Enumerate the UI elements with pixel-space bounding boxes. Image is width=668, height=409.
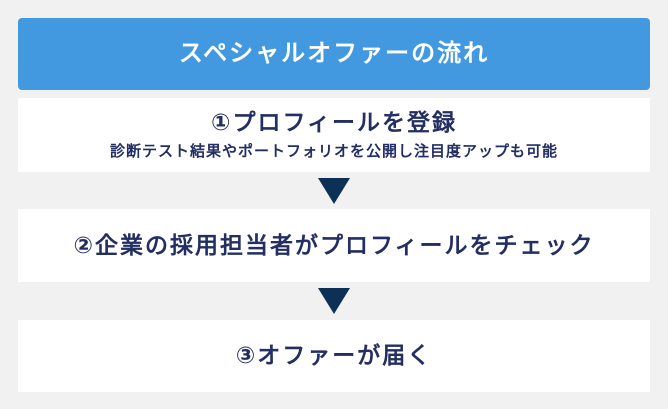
arrow-row-1 xyxy=(18,172,650,209)
down-arrow-icon xyxy=(318,177,350,204)
arrow-row-2 xyxy=(18,282,650,320)
step-1-box: ①プロフィールを登録 診断テスト結果やポートフォリオを公開し注目度アップも可能 xyxy=(18,98,650,172)
step-2-title: ②企業の採用担当者がプロフィールをチェック xyxy=(73,231,595,258)
down-arrow-icon xyxy=(318,288,350,314)
step-1-subtitle: 診断テスト結果やポートフォリオを公開し注目度アップも可能 xyxy=(109,143,558,161)
flow-title-banner: スペシャルオファーの流れ xyxy=(18,18,650,90)
flow-title: スペシャルオファーの流れ xyxy=(178,40,490,67)
step-1-title: ①プロフィールを登録 xyxy=(210,108,457,135)
step-2-box: ②企業の採用担当者がプロフィールをチェック xyxy=(18,209,650,282)
step-3-title: ③オファーが届く xyxy=(235,342,433,369)
step-3-box: ③オファーが届く xyxy=(18,320,650,392)
